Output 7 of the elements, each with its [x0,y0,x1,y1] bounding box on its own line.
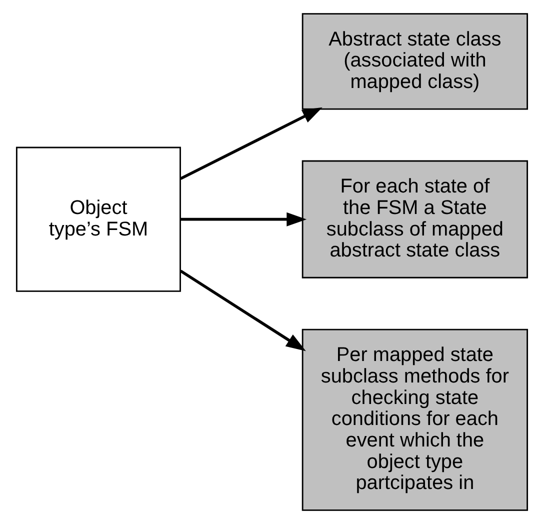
arrow [180,212,307,226]
node-box: For each state of the FSM a State subclass of mapped abstract state class [302,160,528,278]
node-box: Object type’s FSM [16,146,181,292]
arrow [180,107,322,180]
arrow [180,270,306,352]
node-box: Per mapped state subclass methods for checking state conditions for each event which the object type partcipates in [302,328,528,511]
node-box: Abstract state class (associated with mapped class) [302,13,528,110]
